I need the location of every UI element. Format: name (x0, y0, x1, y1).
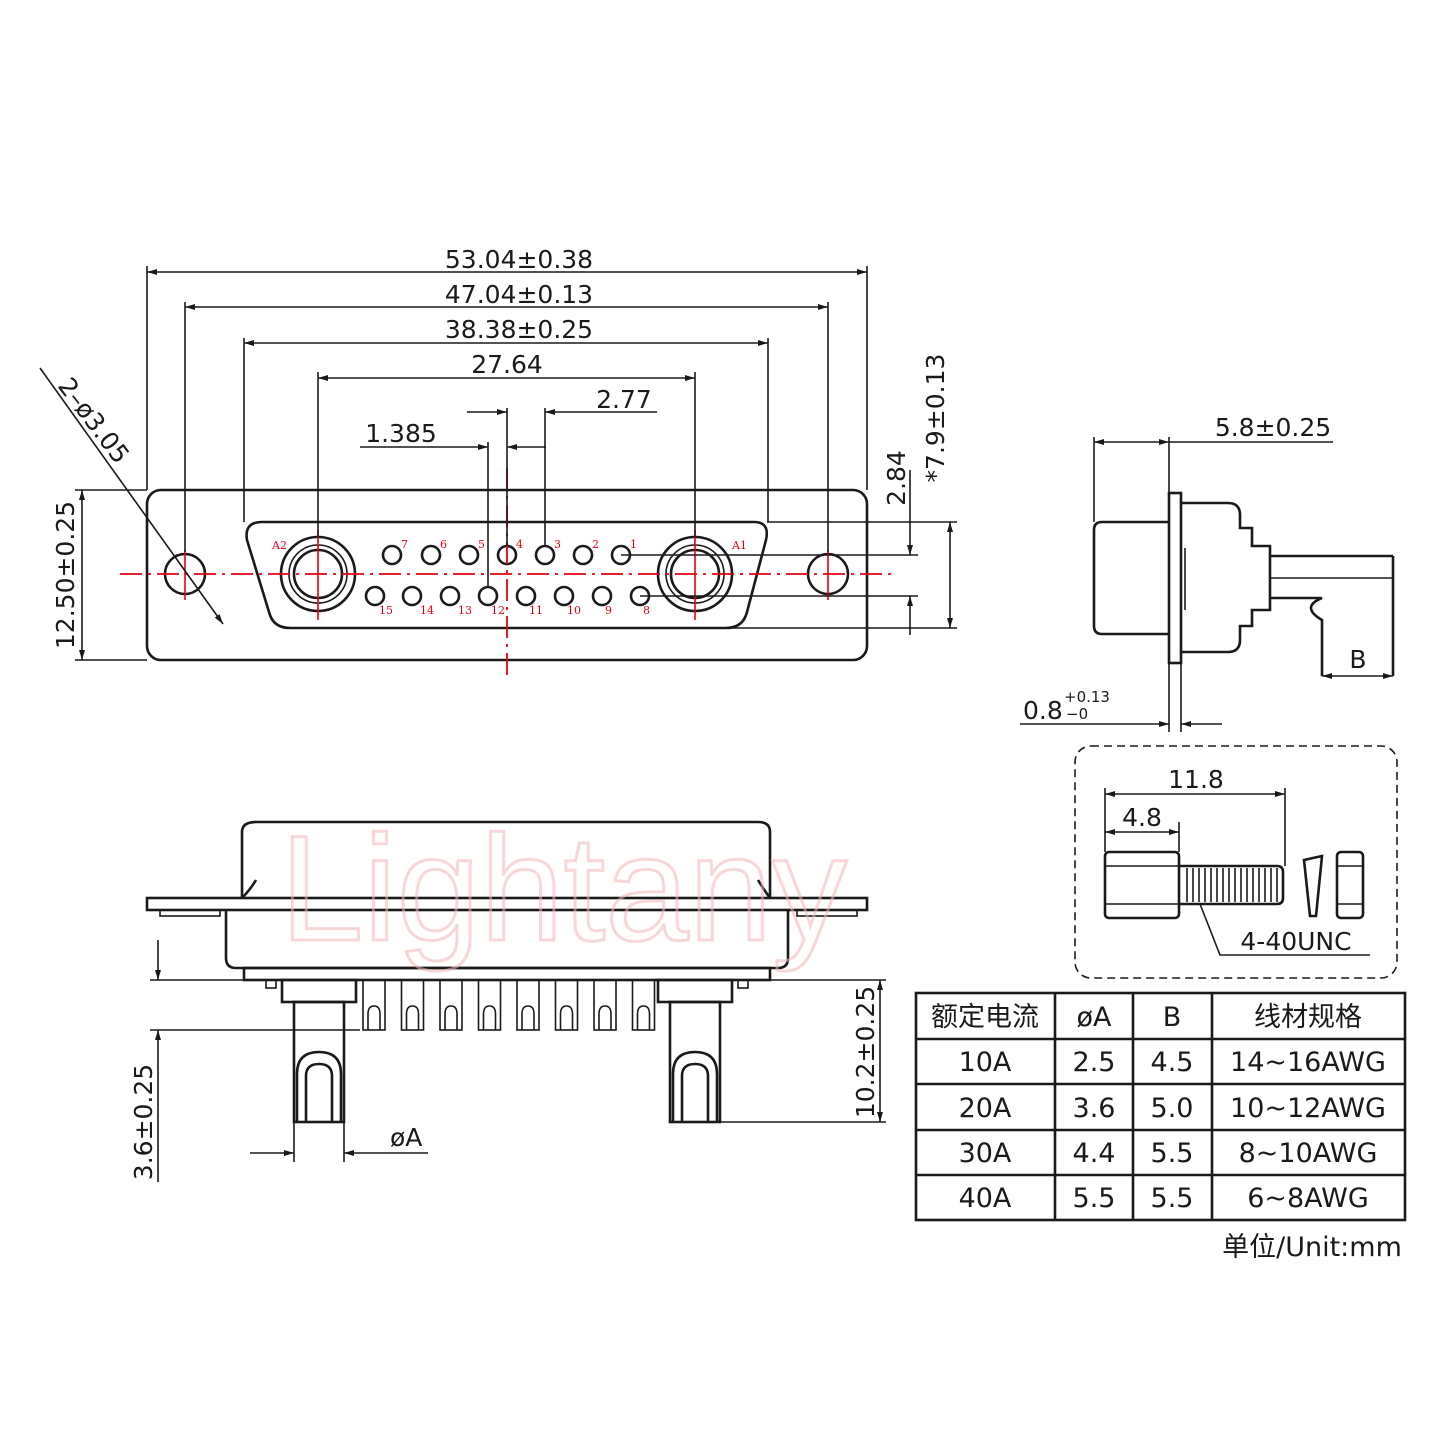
signal-pin (477, 979, 502, 1031)
side-shell-back (1181, 501, 1272, 654)
signal-pins (362, 979, 656, 1031)
dim-flange-tol-lower: −0 (1066, 705, 1088, 723)
dim-shell-width: 38.38±0.25 (445, 315, 593, 344)
pin-label: 8 (643, 604, 650, 617)
pin-label: 1 (630, 538, 637, 551)
dim-tail: 3.6±0.25 (129, 1064, 158, 1180)
signal-pin (362, 979, 386, 1031)
dim-coax-spacing: 27.64 (471, 350, 543, 379)
screw-detail-frame (1074, 745, 1398, 979)
dim-shell-height: *7.9±0.13 (921, 354, 950, 483)
pin-row-2 (364, 585, 651, 607)
screw-thread (1179, 864, 1285, 906)
pin-label: 4 (516, 538, 523, 551)
dim-height: 12.50±0.25 (51, 501, 80, 649)
table-cell: 5.0 (1151, 1093, 1194, 1124)
thread-spec: 4-40UNC (1240, 927, 1351, 956)
side-view: 5.8±0.25 0.8 +0.13 −0 B (1020, 413, 1395, 732)
bottom-flange (145, 896, 869, 912)
pin-label: 9 (605, 604, 612, 617)
front-extension-lines (75, 266, 957, 661)
label-diameter-a: øA (390, 1123, 422, 1152)
table-cell: 5.5 (1151, 1183, 1194, 1214)
hex-nut (1335, 850, 1365, 920)
terminal-left (292, 1000, 346, 1124)
watermark-text: Lightany (280, 804, 847, 972)
side-flange (1167, 491, 1183, 665)
table-cell: 5.5 (1151, 1138, 1194, 1169)
lock-washer (1302, 854, 1324, 918)
side-terminal (1270, 554, 1395, 676)
pin-label: 12 (491, 604, 505, 617)
front-view: A2 A1 7 6 5 4 3 2 1 15 14 13 12 11 10 9 … (39, 245, 957, 680)
dim-flange-thickness: 0.8 (1023, 696, 1063, 725)
side-shell-front (1092, 520, 1169, 636)
front-dimension-lines (39, 269, 953, 660)
hex-standoff (1103, 850, 1181, 920)
table-header: B (1163, 1002, 1182, 1033)
dim-overall-width: 53.04±0.38 (445, 245, 593, 274)
screw-detail: 11.8 4.8 4-40UNC (1074, 745, 1398, 979)
table-cell: 30A (959, 1138, 1012, 1169)
thread-leader (1199, 903, 1370, 956)
pin-label: 5 (478, 538, 485, 551)
table-cell: 20A (959, 1093, 1012, 1124)
pin-label: 14 (420, 604, 434, 617)
table-cell: 5.5 (1073, 1183, 1116, 1214)
pin-label: 13 (458, 604, 472, 617)
table-cell: 10A (959, 1047, 1012, 1078)
dim-mount-hole: 2–ø3.05 (52, 372, 135, 469)
dim-flange-tol-upper: +0.13 (1064, 688, 1110, 706)
pin-labels: A2 A1 7 6 5 4 3 2 1 15 14 13 12 11 10 9 … (271, 538, 747, 617)
contact-label-a1: A1 (731, 539, 747, 552)
contact-label-a2: A2 (271, 539, 287, 552)
pin-label: 2 (592, 538, 599, 551)
thread-lines (1186, 868, 1278, 902)
table-cell: 3.6 (1073, 1093, 1116, 1124)
unit-note: 单位/Unit:mm (1222, 1232, 1402, 1263)
bottom-shell (240, 820, 772, 898)
table-cell: 14~16AWG (1230, 1047, 1386, 1078)
dim-terminal-length: 10.2±0.25 (851, 986, 880, 1118)
table-cell: 2.5 (1073, 1047, 1116, 1078)
signal-pin (439, 979, 463, 1031)
signal-pin (400, 979, 425, 1031)
table-header: øA (1077, 1002, 1113, 1033)
label-b: B (1349, 645, 1366, 674)
pin-label: 6 (440, 538, 447, 551)
dim-mount-hole-spacing: 47.04±0.13 (445, 280, 593, 309)
dim-side-depth: 5.8±0.25 (1215, 413, 1331, 442)
pin-label: 11 (529, 604, 543, 617)
pin-label: 7 (401, 538, 408, 551)
dim-pin-offset: 1.385 (365, 419, 437, 448)
front-centerlines (120, 468, 893, 680)
dim-row-spacing: 2.84 (882, 450, 911, 506)
dim-screw-hex: 4.8 (1122, 803, 1162, 832)
pin-label: 3 (554, 538, 561, 551)
table-header: 额定电流 (931, 1002, 1039, 1033)
terminal-right (668, 1000, 722, 1124)
spec-table: 额定电流 øA B 线材规格 10A 2.5 4.5 14~16AWG 20A … (914, 991, 1407, 1222)
pin-label: 15 (379, 604, 393, 617)
signal-pin (516, 979, 540, 1031)
signal-pin (554, 979, 579, 1031)
table-cell: 4.4 (1073, 1138, 1116, 1169)
table-cell: 10~12AWG (1230, 1093, 1386, 1124)
dim-pin-pitch: 2.77 (596, 385, 652, 414)
table-cell: 8~10AWG (1239, 1138, 1378, 1169)
bottom-view: 3.6±0.25 10.2±0.25 øA (129, 820, 886, 1182)
table-cell: 4.5 (1151, 1047, 1194, 1078)
dim-screw-total: 11.8 (1168, 765, 1224, 794)
d-shell-outline (245, 520, 769, 630)
signal-pin (631, 979, 656, 1031)
signal-pin (593, 979, 617, 1031)
table-cell: 40A (959, 1183, 1012, 1214)
table-cell: 6~8AWG (1247, 1183, 1369, 1214)
table-header: 线材规格 (1254, 1002, 1362, 1033)
pin-label: 10 (567, 604, 581, 617)
